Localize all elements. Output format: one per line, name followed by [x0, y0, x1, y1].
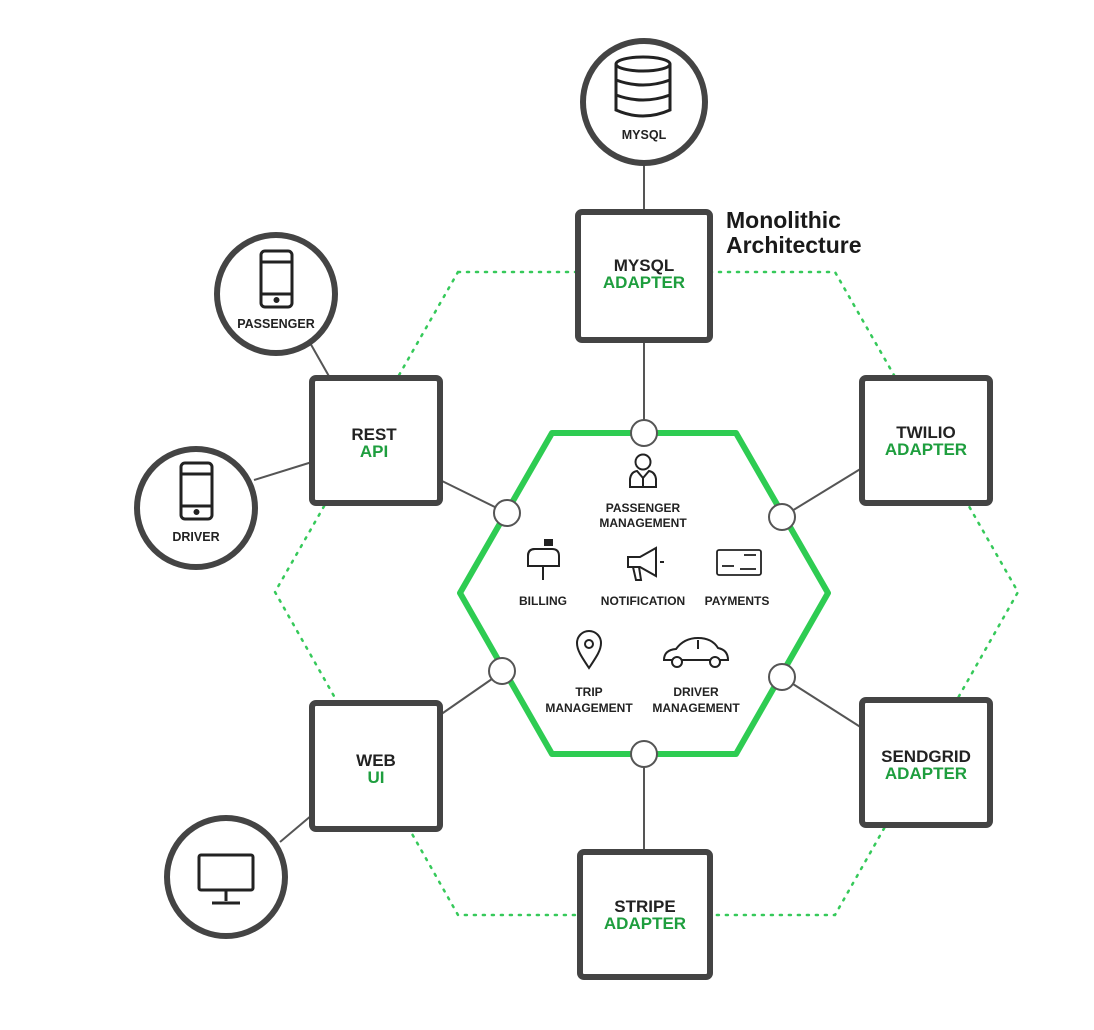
database-icon — [614, 55, 672, 118]
driver-management-line1: DRIVER — [673, 685, 719, 699]
connector-lines — [253, 162, 863, 852]
module-driver-management: DRIVER MANAGEMENT — [652, 636, 740, 715]
line-webclient-web — [279, 814, 313, 843]
twilio-adapter-line1: TWILIO — [896, 423, 955, 442]
rest-api-line2: API — [360, 442, 388, 461]
user-icon — [629, 453, 657, 488]
diagram-title-line2: Architecture — [726, 232, 861, 258]
module-payments: PAYMENTS — [705, 549, 770, 608]
external-driver: DRIVER — [134, 446, 258, 570]
port-lower-left — [488, 657, 516, 685]
passenger-label: PASSENGER — [237, 317, 315, 331]
module-trip-management: TRIP MANAGEMENT — [545, 630, 633, 715]
payments-label: PAYMENTS — [705, 594, 770, 608]
car-icon — [662, 636, 730, 668]
external-mysql: MYSQL — [580, 38, 708, 166]
passenger-management-line1: PASSENGER — [606, 501, 681, 515]
location-pin-icon — [575, 630, 603, 670]
module-billing: BILLING — [519, 539, 567, 608]
driver-label: DRIVER — [172, 530, 219, 544]
module-notification: NOTIFICATION — [601, 546, 685, 608]
phone-icon — [179, 461, 214, 521]
module-passenger-management: PASSENGER MANAGEMENT — [599, 453, 687, 530]
port-lower-right — [768, 663, 796, 691]
adapter-mysql: MYSQL ADAPTER — [575, 209, 713, 343]
web-ui-line1: WEB — [356, 751, 396, 770]
sendgrid-adapter-line2: ADAPTER — [885, 764, 967, 783]
web-ui-line2: UI — [368, 768, 385, 787]
check-icon — [716, 549, 762, 576]
outer-dotted-hexagon — [273, 270, 1020, 917]
ports — [488, 419, 796, 768]
stripe-adapter-line1: STRIPE — [614, 897, 675, 916]
external-web-client — [164, 815, 288, 939]
port-bottom — [630, 740, 658, 768]
port-top — [630, 419, 658, 447]
line-driver-rest — [253, 461, 313, 481]
adapter-twilio: TWILIO ADAPTER — [859, 375, 993, 506]
mysql-adapter-line1: MYSQL — [614, 256, 674, 275]
external-passenger: PASSENGER — [214, 232, 338, 356]
diagram-title-line1: Monolithic — [726, 207, 841, 233]
billing-label: BILLING — [519, 594, 567, 608]
adapter-sendgrid: SENDGRID ADAPTER — [859, 697, 993, 828]
mysql-db-label: MYSQL — [622, 128, 667, 142]
line-twilio-core — [781, 467, 863, 518]
phone-icon — [259, 249, 294, 309]
megaphone-icon — [627, 546, 664, 581]
line-rest-core — [439, 479, 506, 513]
port-upper-left — [493, 499, 521, 527]
twilio-adapter-line2: ADAPTER — [885, 440, 967, 459]
adapter-rest-api: REST API — [309, 375, 443, 506]
trip-management-line1: TRIP — [575, 685, 602, 699]
mysql-adapter-line2: ADAPTER — [603, 273, 685, 292]
mailbox-icon — [527, 539, 560, 580]
monitor-icon — [197, 853, 255, 905]
adapter-stripe: STRIPE ADAPTER — [577, 849, 713, 980]
rest-api-line1: REST — [351, 425, 397, 444]
notification-label: NOTIFICATION — [601, 594, 685, 608]
port-upper-right — [768, 503, 796, 531]
core-hexagon — [457, 430, 831, 757]
sendgrid-adapter-line1: SENDGRID — [881, 747, 971, 766]
adapter-web-ui: WEB UI — [309, 700, 443, 832]
trip-management-line2: MANAGEMENT — [545, 701, 633, 715]
passenger-management-line2: MANAGEMENT — [599, 516, 687, 530]
line-sendgrid-core — [781, 676, 863, 729]
stripe-adapter-line2: ADAPTER — [604, 914, 686, 933]
driver-management-line2: MANAGEMENT — [652, 701, 740, 715]
